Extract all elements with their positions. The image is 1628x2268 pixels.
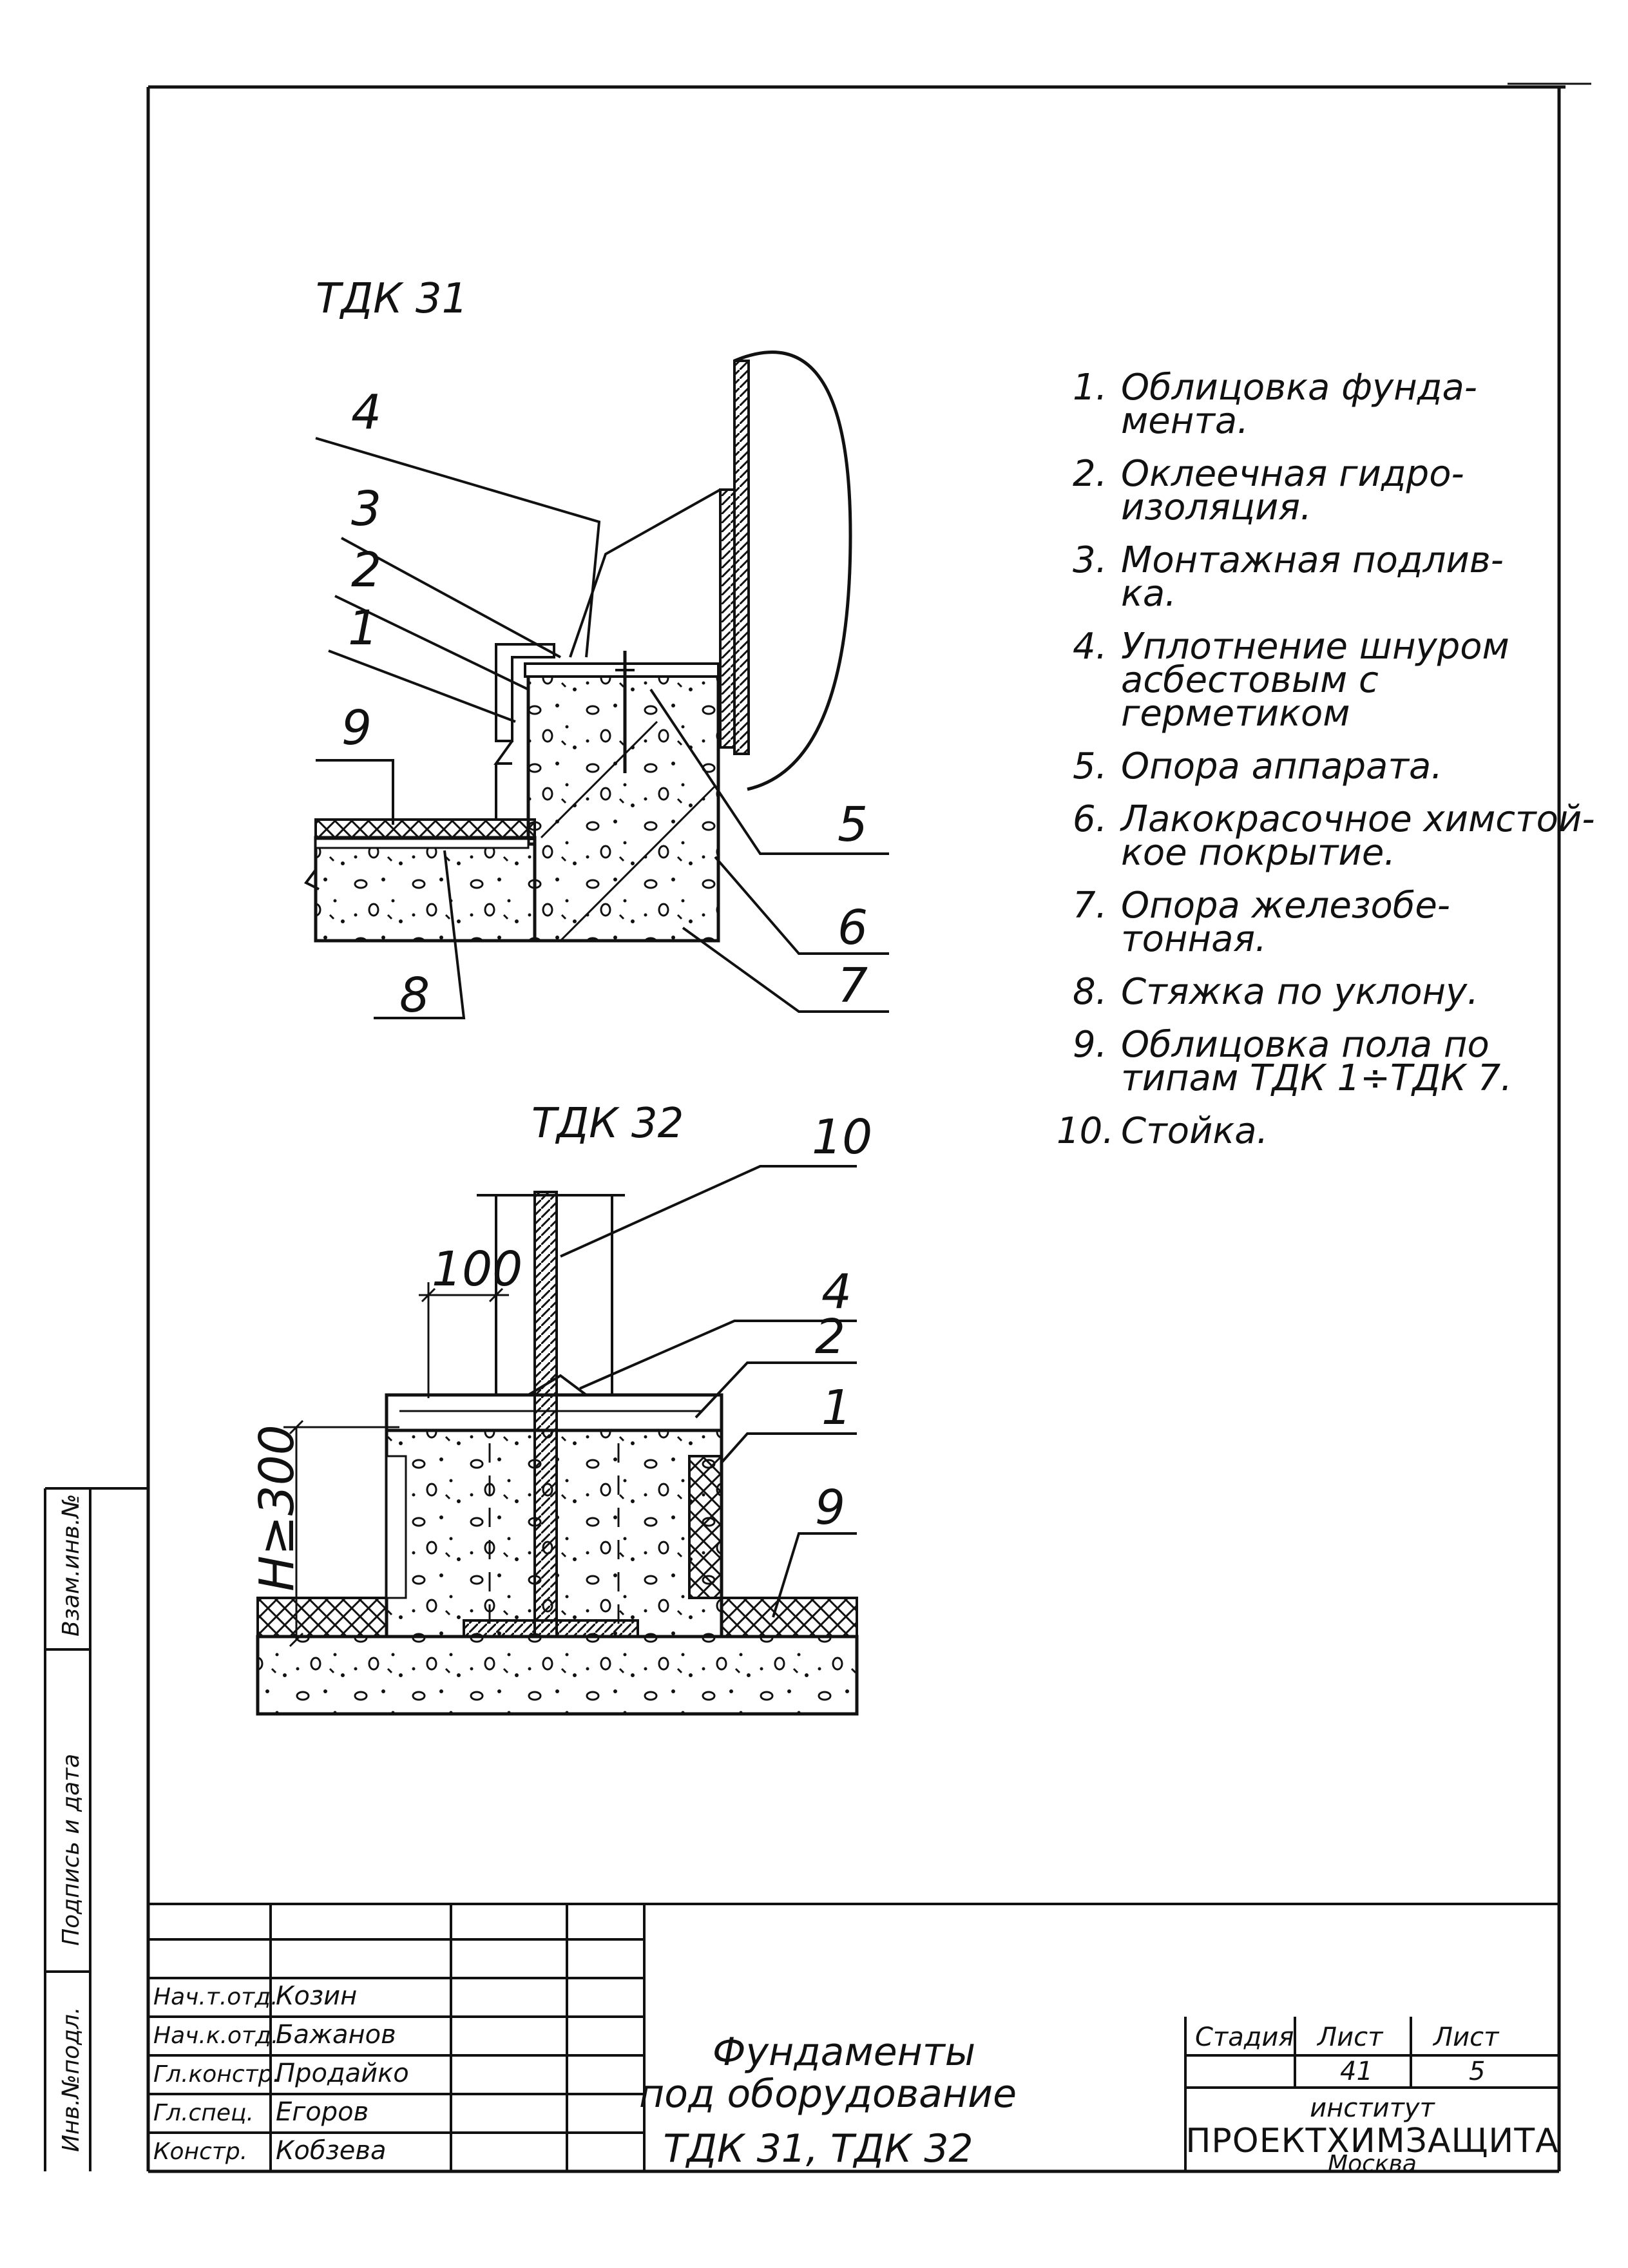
tdk31-callout-5: 5 [838,797,868,852]
legend-item-text: асбестовым с [1121,659,1379,701]
legend-item-text: типам ТДК 1÷ТДК 7. [1121,1057,1512,1099]
legend-item-text: Облицовка фунда- [1121,367,1477,408]
legend-item-text: Стяжка по уклону. [1121,971,1479,1013]
title-line-2: под оборудование [639,2071,1017,2117]
tdk32-callout-4: 4 [821,1264,852,1320]
tdk32-base-slab [256,1635,859,1716]
legend-item-text: ка. [1121,573,1176,615]
legend-item-text: Уплотнение шнуром [1121,626,1509,668]
tdk31-callout-7: 7 [838,958,868,1014]
legend-item-number: 5. [1073,745,1107,787]
legend-item-text: кое покрытие. [1121,832,1395,874]
legend: 1. Облицовка фунда-мента. 2. Оклеечная гидр… [1057,367,1595,1152]
tdk32-caption: ТДК 32 [531,1100,684,1148]
tdk31-callout-9: 9 [341,700,372,756]
apparatus-outline [734,351,852,791]
tdk32-callout-9: 9 [815,1480,845,1535]
side-stamp-replace: Взам.инв.№ [58,1494,84,1637]
legend-item-text: Стойка. [1121,1110,1268,1152]
legend-item-number: 1. [1073,367,1107,408]
title-block-name: Бажанов [276,2020,396,2050]
tdk32-callout-1: 1 [821,1380,852,1436]
dim-h: H≥300 [249,1425,305,1591]
floor-slab [314,836,537,943]
legend-item-text: герметиком [1121,693,1350,735]
title-block: Нач.т.отд.КозинНач.к.отд.БажановГл.конст… [148,1903,1559,2177]
detail-tdk32: ТДК 32 [249,1100,872,1716]
legend-item-number: 8. [1073,971,1107,1013]
legend-item-number: 3. [1073,539,1107,581]
legend-item-text: тонная. [1121,918,1267,960]
legend-item-text: изоляция. [1121,486,1312,528]
title-block-role: Гл.спец. [153,2100,254,2126]
institute-label: институт [1310,2093,1435,2123]
title-block-role: Констр. [153,2138,247,2165]
tdk32-callout-2: 2 [815,1309,845,1365]
title-block-role: Гл.констр. [153,2061,280,2088]
dim-100: 100 [432,1242,522,1297]
title-block-name: Егоров [276,2097,369,2127]
institute-city: Москва [1328,2151,1417,2177]
sheet-value: 41 [1340,2057,1373,2086]
legend-item-number: 6. [1073,798,1107,840]
tdk31-callout-3: 3 [351,481,381,537]
detail-tdk31: ТДК 31 [303,275,889,1023]
legend-item-text: Облицовка пола по [1121,1024,1489,1066]
institute-name: ПРОЕКТХИМЗАЩИТА [1185,2122,1558,2160]
sheet-header: Лист [1316,2023,1384,2052]
tdk31-callout-4: 4 [351,385,381,440]
legend-item-text: мента. [1121,400,1249,442]
stage-header: Стадия [1195,2023,1294,2052]
title-block-name: Продайко [276,2059,409,2088]
legend-item-text: Монтажная подлив- [1121,539,1504,581]
tdk31-callout-2: 2 [351,543,381,598]
title-block-role: Нач.т.отд. [153,1984,278,2010]
side-stamp-inv: Инв.№подл. [58,2007,84,2152]
tdk31-callout-8: 8 [399,968,430,1023]
tdk31-caption: ТДК 31 [316,275,468,323]
sheet-frame [146,82,1591,2173]
sheets-header: Лист [1432,2023,1500,2052]
legend-item-text: Оклеечная гидро- [1121,453,1464,495]
legend-item-number: 10. [1057,1110,1114,1152]
legend-item-number: 4. [1073,626,1107,668]
sheets-value: 5 [1469,2057,1485,2086]
legend-item-text: Опора аппарата. [1121,745,1442,787]
title-block-name: Кобзева [276,2136,387,2166]
legend-item-number: 2. [1073,453,1107,495]
legend-item-number: 9. [1073,1024,1107,1066]
title-line-1: Фундаменты [713,2030,975,2075]
tdk32-callout-10: 10 [812,1110,872,1165]
legend-item-number: 7. [1073,885,1107,927]
side-stamp: Инв.№подл. Подпись и дата Взам.инв.№ [44,1487,148,2171]
title-block-role: Нач.к.отд. [153,2023,278,2049]
legend-item-text: Опора железобе- [1121,885,1450,927]
tdk31-callout-1: 1 [348,601,378,656]
legend-item-text: Лакокрасочное химстой- [1120,798,1595,840]
side-stamp-signature: Подпись и дата [58,1754,84,1946]
title-line-3: ТДК 31, ТДК 32 [663,2126,973,2171]
tdk31-callout-6: 6 [838,900,868,956]
title-block-name: Козин [276,1981,357,2011]
